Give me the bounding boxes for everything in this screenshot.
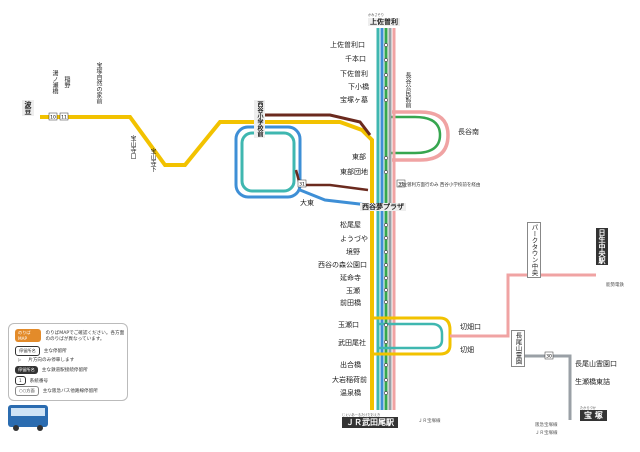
station-tamase-guchi: 玉瀬口 (338, 321, 359, 329)
station-higashimachi: 東部団地 (340, 168, 368, 176)
svg-text:31: 31 (398, 182, 404, 188)
station-senbon: 千本口 (345, 55, 366, 63)
station-nagatani-minami: 長谷南 (458, 128, 479, 136)
station-sakano: 境野 (346, 248, 360, 256)
route-loop-blue (234, 125, 302, 199)
legend-badge-other: ○○方面 (15, 386, 39, 396)
route-line-kiriehata-teal (378, 322, 444, 350)
legend-badge-number: 1 (15, 376, 26, 385)
station-enmyoji: 延命寺 (340, 274, 361, 282)
station-onsen: 温泉橋 (340, 389, 361, 397)
station-nishitani-school: 西谷小学校前 (254, 100, 265, 138)
station-oiwa: 大岩稲荷前 (332, 376, 367, 384)
station-takarayamajiri: 宝山寺下 (149, 148, 156, 172)
route-line-brown (255, 113, 372, 136)
station-houtougahaka: 宝塚ヶ墓 (340, 96, 368, 104)
legend-badge-oneway: ▷ (18, 357, 22, 362)
note-jr-takarazuka: ＪＲ宝塚線 (535, 431, 558, 436)
route-line-blue-link (299, 188, 369, 207)
note-nose: 能勢電鉄 (606, 283, 624, 288)
station-daito: 大東 (300, 199, 314, 207)
route-line-yellow (40, 115, 374, 410)
route-line-nissei (450, 273, 596, 338)
station-takarazuka: たからづか 宝 塚 (580, 405, 607, 421)
legend-intro: のりばMAPでご確認ください。各方面ののりばが異なっています。 (45, 330, 125, 342)
station-nissei-chuo: 日生中央駅 (596, 228, 608, 265)
legend-text-rail: 主な鉄道駅接続停留所 (41, 368, 88, 373)
station-higashibe: 東部 (352, 153, 366, 161)
station-nagao-reien: 長尾山霊園 (511, 330, 525, 367)
station-nagao-reien-guchi: 長尾山霊園口 (575, 360, 617, 368)
station-ikuse: 生瀬橋東詰 (575, 378, 610, 386)
route-line-pink (392, 110, 450, 162)
station-park-town: パークタウン中央 (527, 222, 541, 278)
station-yuhashi: 湯ノ瀬橋 (51, 70, 58, 94)
svg-text:10: 10 (50, 115, 56, 121)
station-deai: 出合橋 (340, 361, 361, 369)
map-legend: のりばMAP のりばMAPでご確認ください。各方面ののりばが異なっています。 停… (8, 323, 128, 401)
station-takarayama-guchi: 宝山寺口 (129, 135, 136, 159)
legend-text-oneway: 片方向のみ停車します (28, 357, 75, 363)
route-line-brown-31 (294, 169, 369, 192)
station-inaji: 稲野 (63, 76, 70, 88)
legend-badge-stop: 停留所名 (15, 346, 40, 356)
svg-text:11: 11 (61, 115, 67, 121)
station-kamisasori: かみさそり 上佐曽利 (368, 13, 400, 26)
station-matsuo: 松尾屋 (340, 221, 361, 229)
station-kiriehata: 切畑 (460, 346, 474, 354)
note-jr-takedao: ＪＲ宝塚線 (418, 419, 441, 424)
station-shimosasori: 下佐曽利 (340, 70, 368, 78)
legend-text-other: 主な阪急バス他路線停留所 (42, 389, 98, 394)
bus-illustration (8, 405, 48, 431)
legend-text-stop: 主な停留所 (43, 349, 67, 354)
station-shimohashi: 下小橋 (348, 83, 369, 91)
svg-text:31: 31 (299, 182, 305, 188)
station-takedao-sha: 武田尾社 (338, 339, 366, 347)
legend-badge-rail: 停留所名 (15, 366, 38, 374)
station-ubuse: 宝塚自然の家前 (95, 62, 102, 104)
route-loop-teal (240, 131, 296, 193)
station-nishitani-plaza: 西谷夢プラザ (360, 203, 406, 211)
station-kamisasoriguchi: 上佐曽利口 (330, 41, 365, 49)
station-yosutsuya: ようづや (340, 235, 368, 243)
station-tamase: 玉瀬 (346, 287, 360, 295)
note-hankyu: 阪急宝塚線 (535, 423, 558, 428)
station-nagatani-koen: 長谷公民館前 (404, 72, 411, 108)
svg-text:30: 30 (546, 354, 552, 360)
station-takedao-jr: じぇいあーるたけだおえき ＪＲ武田尾駅 (342, 412, 398, 428)
route-line-green-loop (390, 115, 442, 155)
station-maeda: 前田橋 (340, 299, 361, 307)
route-line-takarazuka (520, 354, 572, 420)
legend-title: のりばMAP (15, 329, 42, 342)
legend-text-number: 系統番号 (29, 378, 49, 384)
note-line31: 上佐曽利方面行のみ 西谷小学校前を経由 (398, 183, 481, 188)
station-kiriehata-guchi: 切畑口 (460, 323, 481, 331)
station-nishitani-mori: 西谷の森公園口 (318, 261, 367, 269)
station-hatano: 波豆 (22, 100, 34, 116)
